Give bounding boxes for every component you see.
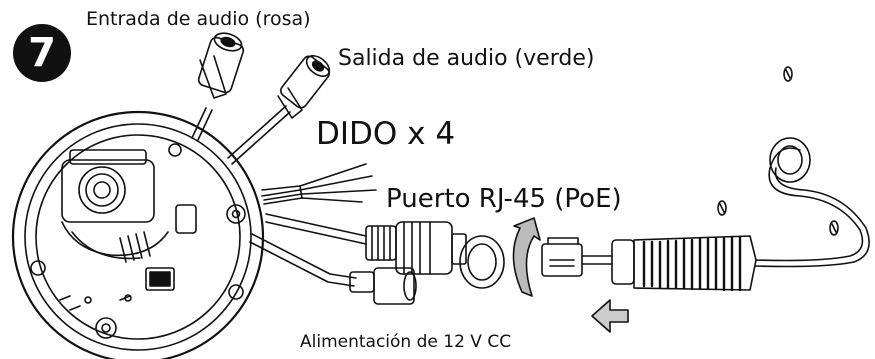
sealing-ring xyxy=(459,235,505,289)
power-cable xyxy=(249,233,417,305)
audio-output-cable xyxy=(227,55,331,165)
audio-input-label: Entrada de audio (rosa) xyxy=(86,8,311,30)
network-cable xyxy=(541,137,870,292)
audio-input-cable xyxy=(191,32,245,141)
step-number-badge: 7 xyxy=(13,24,71,82)
dido-label: DIDO x 4 xyxy=(316,116,456,152)
camera-base xyxy=(11,110,265,359)
rj45-cable xyxy=(265,213,467,275)
rj45-label: Puerto RJ-45 (PoE) xyxy=(386,184,622,214)
power-label: Alimentación de 12 V CC xyxy=(300,332,512,352)
screws xyxy=(717,66,839,236)
rotation-arrow xyxy=(512,217,541,297)
dido-wires xyxy=(261,163,377,205)
push-arrow xyxy=(591,299,629,333)
audio-output-label: Salida de audio (verde) xyxy=(338,46,595,71)
